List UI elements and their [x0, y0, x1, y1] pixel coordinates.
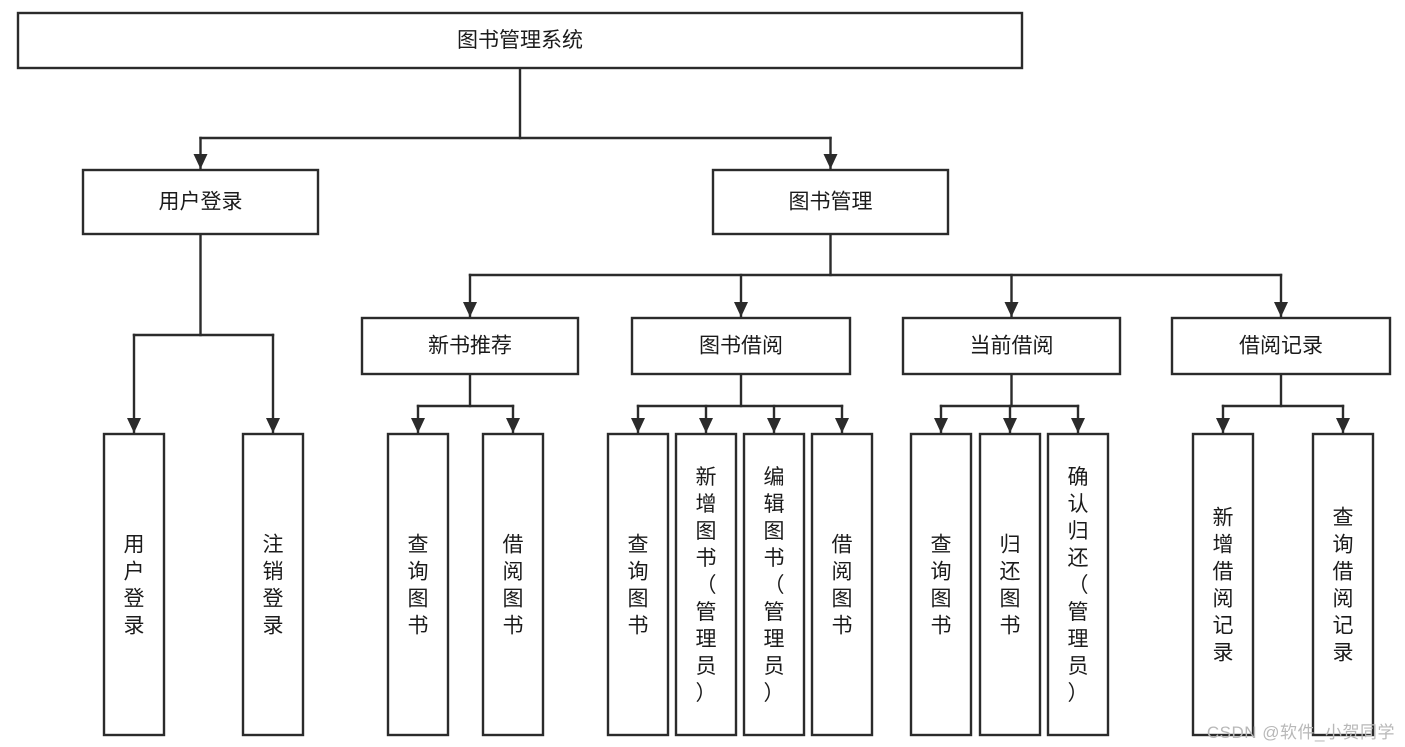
- arrow-head-icon: [934, 418, 948, 433]
- node-label: 用户登录: [124, 534, 145, 638]
- connector-layer: [127, 66, 1350, 434]
- node-book-manage[interactable]: 图书管理: [711, 168, 950, 236]
- node-leaf-query-book-borrow[interactable]: 查询图书: [606, 432, 670, 737]
- node-leaf-user-login[interactable]: 用户登录: [102, 432, 166, 737]
- node-leaf-query-borrow-record[interactable]: 查询借阅记录: [1311, 432, 1375, 737]
- node-current-borrow[interactable]: 当前借阅: [901, 316, 1122, 376]
- node-label: 借阅图书: [832, 534, 853, 638]
- node-root-system[interactable]: 图书管理系统: [16, 11, 1024, 70]
- node-book-borrow[interactable]: 图书借阅: [630, 316, 852, 376]
- node-label: 当前借阅: [970, 335, 1054, 358]
- node-label: 编辑图书（管理员）: [764, 466, 785, 705]
- arrow-head-icon: [1004, 302, 1019, 317]
- node-label: 借阅记录: [1239, 335, 1323, 358]
- arrow-head-icon: [1274, 302, 1288, 317]
- node-label: 归还图书: [1000, 534, 1021, 638]
- node-user-login[interactable]: 用户登录: [81, 168, 320, 236]
- node-leaf-borrow-book-recommend[interactable]: 借阅图书: [481, 432, 545, 737]
- node-leaf-query-book-current[interactable]: 查询图书: [909, 432, 973, 737]
- node-leaf-add-book[interactable]: 新增图书（管理员）: [674, 432, 738, 737]
- node-leaf-user-logout[interactable]: 注销登录: [241, 432, 305, 737]
- node-leaf-edit-book[interactable]: 编辑图书（管理员）: [742, 432, 806, 737]
- node-new-book-recommend[interactable]: 新书推荐: [360, 316, 580, 376]
- node-leaf-borrow-book[interactable]: 借阅图书: [810, 432, 874, 737]
- node-label: 借阅图书: [503, 534, 524, 638]
- node-leaf-query-book-recommend[interactable]: 查询图书: [386, 432, 450, 737]
- arrow-head-icon: [193, 154, 208, 169]
- arrow-head-icon: [631, 418, 645, 433]
- node-label: 查询图书: [408, 534, 429, 638]
- node-label: 查询图书: [628, 534, 649, 638]
- arrow-head-icon: [823, 154, 838, 169]
- node-label: 图书借阅: [699, 335, 783, 358]
- arrow-head-icon: [1216, 418, 1230, 433]
- node-layer: 图书管理系统用户登录图书管理新书推荐图书借阅当前借阅借阅记录用户登录注销登录查询…: [16, 11, 1392, 737]
- arrow-head-icon: [1336, 418, 1350, 433]
- arrow-head-icon: [127, 418, 141, 433]
- arrow-head-icon: [835, 418, 849, 433]
- arrow-head-icon: [699, 418, 713, 433]
- node-leaf-confirm-return[interactable]: 确认归还（管理员）: [1046, 432, 1110, 737]
- node-label: 用户登录: [159, 191, 243, 214]
- node-leaf-add-borrow-record[interactable]: 新增借阅记录: [1191, 432, 1255, 737]
- node-label: 查询借阅记录: [1333, 507, 1354, 665]
- arrow-head-icon: [506, 418, 520, 433]
- arrow-head-icon: [463, 302, 477, 317]
- arrow-head-icon: [1003, 418, 1017, 433]
- node-label: 图书管理系统: [457, 29, 583, 52]
- node-label: 新增图书（管理员）: [696, 466, 717, 705]
- node-borrow-record[interactable]: 借阅记录: [1170, 316, 1392, 376]
- arrow-head-icon: [767, 418, 781, 433]
- node-label: 新书推荐: [428, 335, 512, 358]
- arrow-head-icon: [411, 418, 425, 433]
- node-label: 确认归还（管理员）: [1068, 466, 1089, 705]
- node-label: 查询图书: [931, 534, 952, 638]
- arrow-head-icon: [266, 418, 280, 433]
- arrow-head-icon: [734, 302, 748, 317]
- node-label: 新增借阅记录: [1213, 507, 1234, 665]
- node-label: 注销登录: [263, 534, 284, 638]
- node-label: 图书管理: [789, 191, 873, 214]
- arrow-head-icon: [1071, 418, 1085, 433]
- watermark-label: CSDN @软件_小贺同学: [1206, 723, 1395, 742]
- node-leaf-return-book[interactable]: 归还图书: [978, 432, 1042, 737]
